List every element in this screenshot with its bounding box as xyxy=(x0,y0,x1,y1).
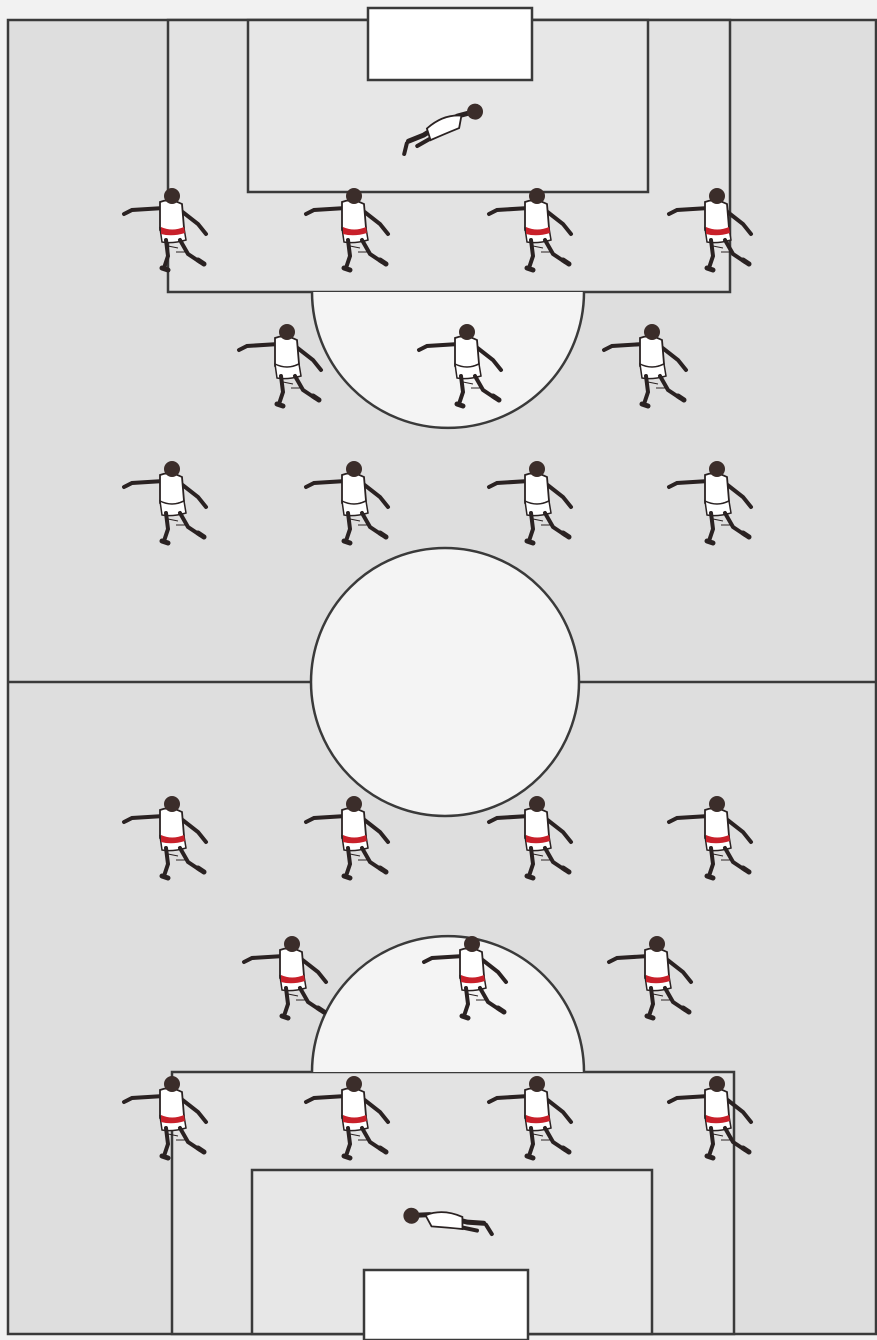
center-circle xyxy=(311,548,579,816)
top-goal xyxy=(368,8,532,80)
bottom-goal xyxy=(364,1270,528,1340)
